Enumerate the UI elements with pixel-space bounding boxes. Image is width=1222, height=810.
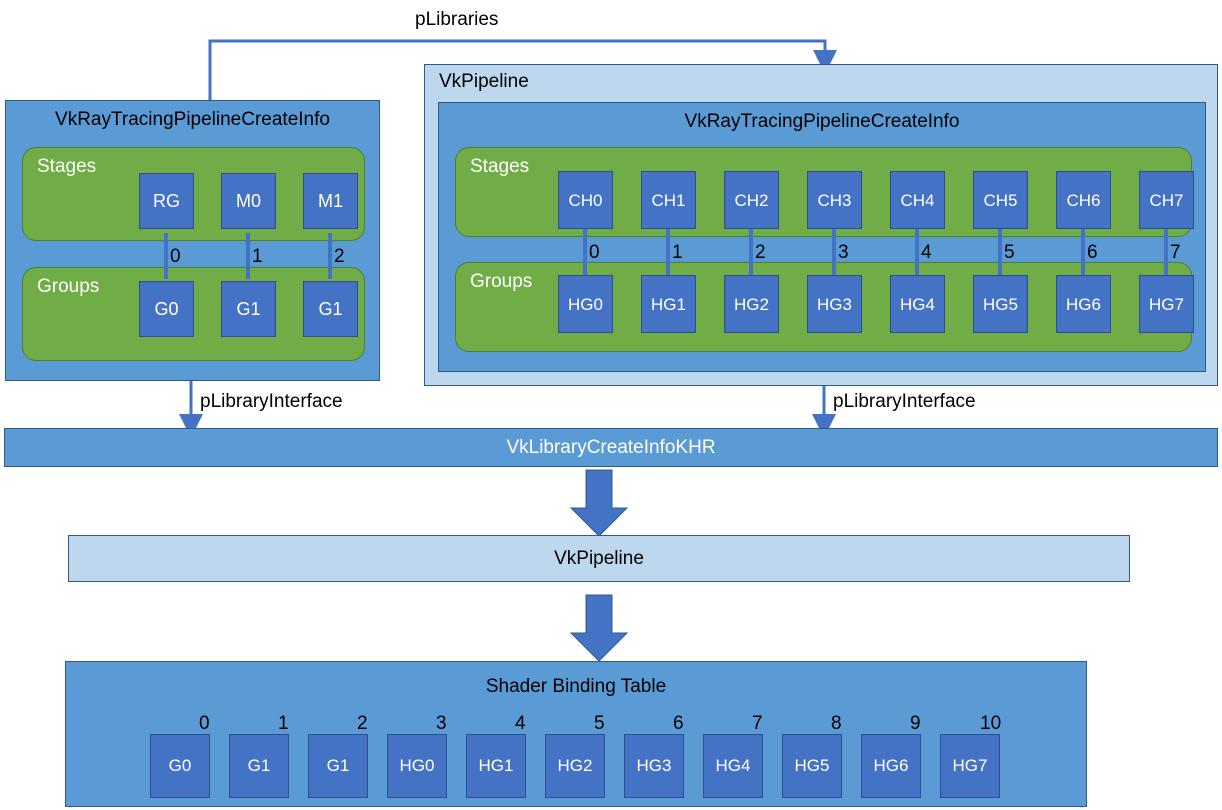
sbt-cell: HG4: [703, 734, 763, 798]
left-stage-cell: M0: [221, 173, 276, 229]
left-create-info-title: VkRayTracingPipelineCreateInfo: [55, 109, 330, 130]
right-groups-label: Groups: [470, 271, 533, 292]
sbt-index-label: 4: [515, 713, 526, 734]
right-connector-3: [832, 229, 836, 275]
right-stage-cell: CH2: [724, 171, 779, 229]
sbt-cell: HG3: [624, 734, 684, 798]
right-connector-5: [998, 229, 1002, 275]
right-group-cell: HG4: [890, 275, 945, 333]
sbt-cell: HG2: [545, 734, 605, 798]
library-create-info-bar: VkLibraryCreateInfoKHR: [4, 428, 1218, 467]
right-create-info-title: VkRayTracingPipelineCreateInfo: [684, 111, 960, 132]
right-index-label: 1: [672, 242, 683, 263]
sbt-index-label: 8: [831, 713, 842, 734]
sbt-index-label: 5: [594, 713, 605, 734]
sbt-index-label: 9: [910, 713, 921, 734]
p-libraries-label: pLibraries: [415, 9, 499, 30]
right-stage-cell: CH4: [890, 171, 945, 229]
sbt-index-label: 2: [357, 713, 368, 734]
right-connector-7: [1164, 229, 1168, 275]
left-group-cell: G1: [303, 281, 358, 337]
sbt-index-label: 7: [752, 713, 763, 734]
right-index-label: 7: [1170, 242, 1181, 263]
result-pipeline-label: VkPipeline: [554, 547, 644, 569]
right-vkpipeline-box: VkPipeline VkRayTracingPipelineCreateInf…: [424, 64, 1218, 386]
right-stage-cell: CH3: [807, 171, 862, 229]
shader-binding-table-title: Shader Binding Table: [485, 676, 667, 697]
right-index-label: 5: [1004, 242, 1015, 263]
shader-binding-table: Shader Binding Table 0 G0 1 G1 2 G1 3 HG…: [65, 661, 1087, 807]
sbt-index-label: 3: [436, 713, 447, 734]
right-create-info-box: VkRayTracingPipelineCreateInfo Stages Gr…: [438, 102, 1206, 372]
block-arrow-to-sbt: [569, 594, 629, 662]
right-stage-cell: CH0: [558, 171, 613, 229]
right-group-cell: HG3: [807, 275, 862, 333]
left-stage-cell: RG: [139, 173, 194, 229]
right-connector-1: [666, 229, 670, 275]
sbt-cell: HG0: [387, 734, 447, 798]
left-group-cell: G1: [221, 281, 276, 337]
p-library-interface-left-label: pLibraryInterface: [200, 391, 343, 412]
right-connector-0: [583, 229, 587, 275]
right-index-label: 2: [755, 242, 766, 263]
right-group-cell: HG6: [1056, 275, 1111, 333]
sbt-cell: HG5: [782, 734, 842, 798]
left-index-label: 1: [252, 246, 263, 267]
sbt-cell: G1: [229, 734, 289, 798]
left-group-cell: G0: [139, 281, 194, 337]
sbt-cell: HG7: [940, 734, 1000, 798]
right-vkpipeline-title: VkPipeline: [439, 71, 529, 92]
sbt-index-label: 10: [980, 713, 1002, 734]
p-library-interface-right-label: pLibraryInterface: [833, 391, 976, 412]
left-stage-cell: M1: [303, 173, 358, 229]
right-connector-2: [749, 229, 753, 275]
block-arrow-to-pipeline: [569, 469, 629, 537]
left-index-label: 2: [334, 246, 345, 267]
left-index-label: 0: [170, 246, 181, 267]
right-group-cell: HG1: [641, 275, 696, 333]
sbt-cell: G0: [150, 734, 210, 798]
left-create-info-box: VkRayTracingPipelineCreateInfo Stages Gr…: [5, 100, 380, 381]
sbt-index-label: 1: [278, 713, 289, 734]
left-groups-label: Groups: [37, 276, 100, 297]
result-pipeline-bar: VkPipeline: [68, 535, 1130, 582]
right-index-label: 3: [838, 242, 849, 263]
right-stages-label: Stages: [470, 156, 530, 177]
right-connector-4: [915, 229, 919, 275]
right-group-cell: HG0: [558, 275, 613, 333]
sbt-index-label: 0: [199, 713, 210, 734]
right-group-cell: HG7: [1139, 275, 1194, 333]
left-connector-2: [328, 233, 332, 279]
right-connector-6: [1081, 229, 1085, 275]
sbt-cell: HG1: [466, 734, 526, 798]
left-connector-0: [164, 233, 168, 279]
library-create-info-label: VkLibraryCreateInfoKHR: [506, 436, 716, 458]
sbt-cell: G1: [308, 734, 368, 798]
right-group-cell: HG2: [724, 275, 779, 333]
right-index-label: 0: [589, 242, 600, 263]
right-stage-cell: CH7: [1139, 171, 1194, 229]
right-stage-cell: CH5: [973, 171, 1028, 229]
sbt-index-label: 6: [673, 713, 684, 734]
right-index-label: 6: [1087, 242, 1098, 263]
left-stages-label: Stages: [37, 156, 97, 177]
left-connector-1: [246, 233, 250, 279]
sbt-cell: HG6: [861, 734, 921, 798]
right-group-cell: HG5: [973, 275, 1028, 333]
right-index-label: 4: [921, 242, 932, 263]
right-stage-cell: CH6: [1056, 171, 1111, 229]
right-stage-cell: CH1: [641, 171, 696, 229]
